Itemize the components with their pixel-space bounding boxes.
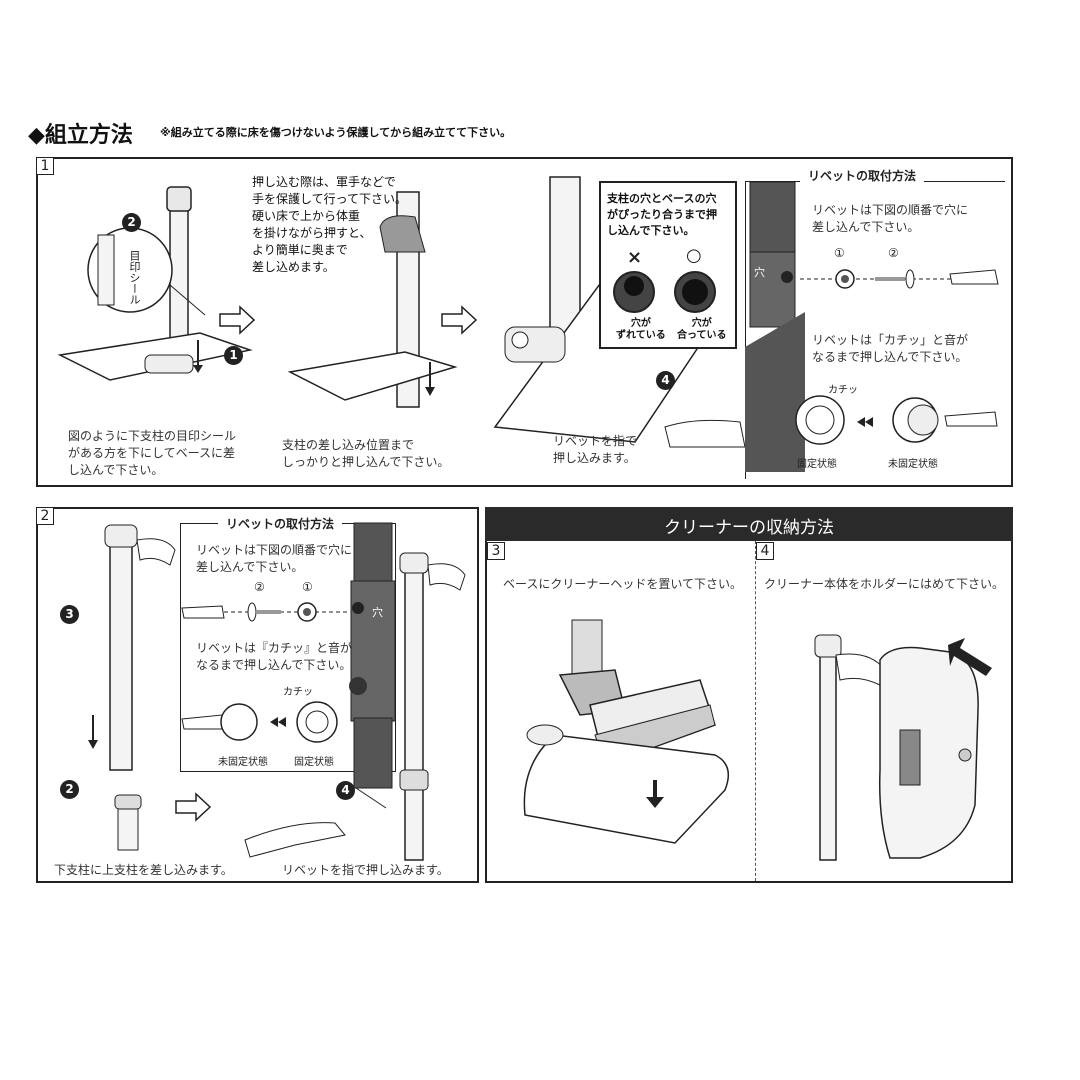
step2-rivet-n1: ①: [302, 580, 313, 594]
step2-rivet-n2: ②: [254, 580, 265, 594]
next-arrow-icon: [219, 305, 256, 335]
step1-rivet-order: リベットは下図の順番で穴に 差し込んで下さい。: [812, 203, 969, 234]
step1-rivet-states: [795, 395, 998, 445]
storage-header-bar: [485, 507, 1013, 541]
step1-text-b: 押し込む際は、軍手などで 手を保護して行って下さい。 硬い床で上から体重 を掛け…: [252, 175, 408, 274]
step2-rivet-order: リベットは下図の順番で穴に 差し込んで下さい。: [196, 543, 353, 574]
step4-text: クリーナー本体をホルダーにはめて下さい。: [764, 577, 1005, 591]
step1-number: 1: [36, 157, 54, 175]
step1-text-a: 図のように下支柱の目印シール がある方を下にしてベースに差 し込んで下さい。: [68, 429, 237, 477]
step2-panel: [36, 507, 479, 883]
step1-rivet-post: [745, 181, 805, 472]
step1-unfixed-label: 未固定状態: [888, 459, 938, 470]
step-badge-4: 4: [656, 371, 675, 390]
step2-figure-a: [88, 524, 176, 851]
page-title: ◆組立方法: [28, 123, 133, 148]
step2-figure-b: [244, 552, 466, 861]
step3-text: ベースにクリーナーヘッドを置いて下さい。: [503, 577, 743, 591]
ok-label: 穴が 合っている: [677, 318, 727, 341]
step1-rivet-heading: リベットの取付方法: [800, 167, 925, 184]
hole-note: 支柱の穴とベースの穴 がぴったり合うまで押 し込んで下さい。: [607, 192, 717, 237]
step1-rivet-parts: [800, 269, 999, 289]
storage-heading: クリーナーの収納方法: [664, 518, 834, 538]
step1-hole-label: 穴: [754, 266, 765, 279]
step2-text-a: 下支柱に上支柱を差し込みます。: [54, 863, 233, 877]
safety-note: ※組み立てる際に床を傷つけないよう保護してから組み立てて下さい。: [160, 126, 512, 139]
step3-number: 3: [487, 542, 505, 560]
step2-rivet-parts: [181, 602, 350, 622]
step1-figure-b: [287, 191, 458, 408]
step1-figure-a: [57, 186, 253, 381]
step1-rivet-click-note: リベットは「カチッ」と音が なるまで押し込んで下さい。: [812, 333, 969, 364]
ng-label: 穴が ずれている: [616, 318, 666, 341]
step1-panel: [36, 157, 1013, 487]
next-arrow-icon: [175, 792, 212, 822]
step4-number: 4: [756, 542, 774, 560]
step2-rivet-heading: リベットの取付方法: [218, 515, 343, 532]
step2-unfixed-label: 未固定状態: [218, 757, 268, 768]
step2-hole-label: 穴: [372, 606, 383, 619]
step-badge-2: 2: [122, 213, 141, 232]
step2-rivet-click-note: リベットは『カチッ』と音が なるまで押し込んで下さい。: [196, 641, 353, 672]
sticker-label: 目印シール: [128, 250, 141, 305]
step2-click-label: カチッ: [283, 687, 313, 698]
step2-post: [349, 522, 396, 809]
step-badge-3: 3: [60, 605, 79, 624]
hole-inset: [599, 181, 737, 349]
step-badge-1: 1: [224, 346, 243, 365]
storage-divider: [755, 541, 756, 881]
step4-figure: [814, 634, 992, 861]
mark-ng: ×: [627, 247, 643, 268]
step2-rivet-states: [181, 701, 338, 743]
hole-comparison-icon: [613, 271, 716, 313]
next-arrow-icon: [441, 305, 478, 335]
step2-number: 2: [36, 507, 54, 525]
step1-text-d: リベットを指で 押し込みます。: [553, 434, 638, 465]
step1-fixed-label: 固定状態: [797, 459, 837, 470]
step1-rivet-n1: ①: [834, 246, 845, 260]
step2-fixed-label: 固定状態: [294, 757, 334, 768]
step-badge-2b: 2: [60, 780, 79, 799]
step3-figure: [523, 619, 730, 844]
mark-ok: ○: [686, 245, 702, 266]
step1-click-label: カチッ: [828, 385, 858, 396]
step-badge-4b: 4: [336, 781, 355, 800]
step2-text-b: リベットを指で押し込みます。: [282, 863, 449, 877]
step1-rivet-n2: ②: [888, 246, 899, 260]
step1-text-c: 支柱の差し込み位置まで しっかりと押し込んで下さい。: [282, 438, 450, 469]
